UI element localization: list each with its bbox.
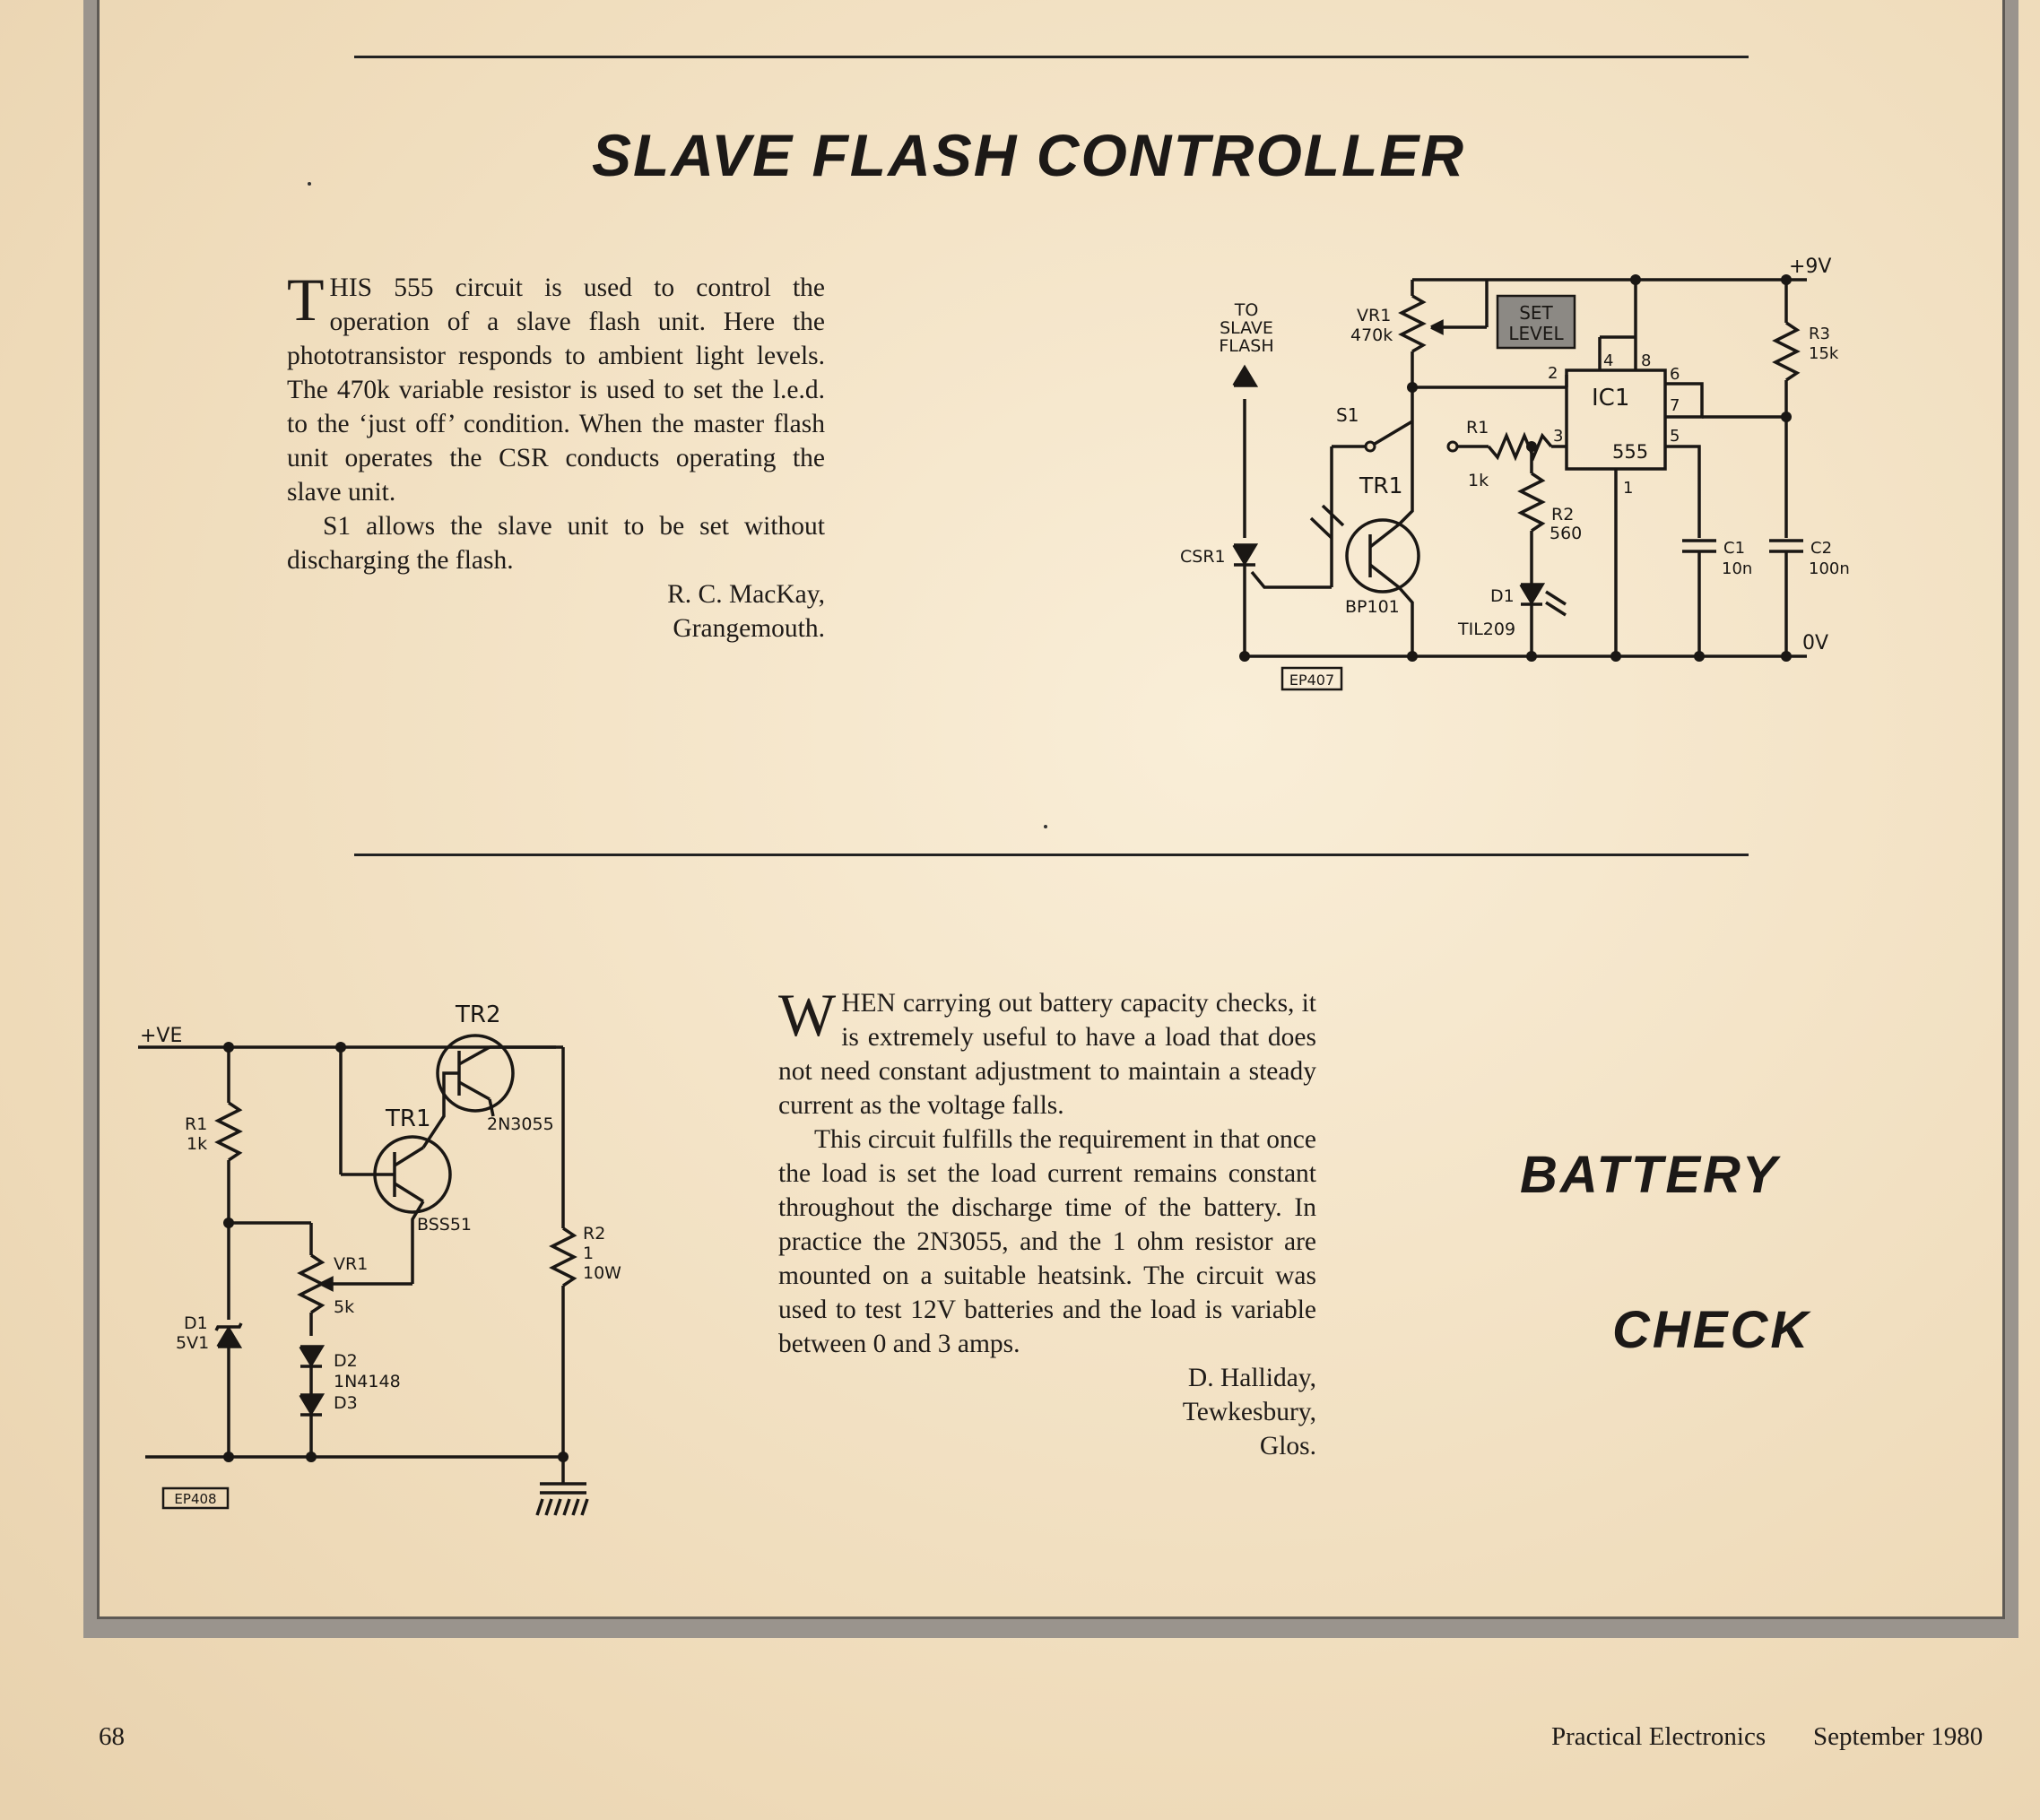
r2-value: 1	[583, 1244, 594, 1263]
d1-type: TIL209	[1457, 620, 1515, 639]
d3-ref: D3	[334, 1393, 358, 1413]
headline-slave-flash: SLAVE FLASH CONTROLLER	[592, 122, 1466, 188]
tr1-type: BSS51	[417, 1215, 472, 1235]
pin-number: 4	[1603, 351, 1613, 370]
print-speck	[308, 182, 311, 186]
d2-ref: D2	[334, 1351, 358, 1371]
supply-ground-label: 0V	[1802, 632, 1828, 654]
middle-rule	[354, 854, 1749, 856]
tr1-ref: TR1	[385, 1105, 431, 1132]
set-level-box	[1496, 294, 1576, 350]
tr2-type: 2N3055	[487, 1114, 554, 1134]
author: R. C. MacKay,	[667, 580, 825, 609]
r2-rating: 10W	[583, 1263, 621, 1283]
author: D. Halliday,	[1187, 1364, 1316, 1392]
csr1-label: CSR1	[1180, 547, 1226, 567]
author-location: Grangemouth.	[673, 614, 825, 643]
author-location: Glos.	[1259, 1432, 1316, 1460]
pin-number: 1	[1623, 479, 1633, 498]
ic1-ref: IC1	[1592, 385, 1629, 412]
publication-name: Practical Electronics	[1551, 1722, 1767, 1751]
pin-number: 5	[1670, 427, 1680, 446]
ic1-type: 555	[1612, 441, 1648, 463]
figure-code: EP408	[174, 1491, 216, 1507]
dropcap: W	[778, 981, 837, 1049]
c1-ref: C1	[1723, 539, 1745, 558]
to-slave-label: TO	[1234, 300, 1259, 320]
d1-ref: D1	[1490, 586, 1515, 606]
vr1-value: 5k	[334, 1297, 354, 1317]
r1-ref: R1	[185, 1114, 207, 1134]
supply-positive-label: +9V	[1789, 256, 1831, 278]
figure-code: EP407	[1289, 672, 1334, 689]
r2-ref: R2	[1551, 505, 1574, 524]
pin-number: 3	[1553, 427, 1563, 446]
vr1-ref: VR1	[1357, 306, 1391, 325]
tr1-type: BP101	[1345, 597, 1400, 617]
c2-value: 100n	[1809, 559, 1850, 578]
r3-ref: R3	[1809, 325, 1830, 343]
page-border-inner	[97, 0, 2005, 1619]
dropcap: T	[287, 265, 325, 334]
r1-value: 1k	[187, 1134, 207, 1154]
set-level-label: SET	[1519, 302, 1553, 324]
vr1-value: 470k	[1350, 325, 1393, 345]
tr1-ref: TR1	[1359, 472, 1403, 498]
pin-number: 8	[1641, 351, 1651, 370]
r2-value: 560	[1550, 524, 1582, 543]
article-paragraph: HEN carrying out battery capacity checks…	[778, 989, 1316, 1120]
set-level-label: LEVEL	[1508, 323, 1564, 344]
r2-ref: R2	[583, 1224, 605, 1244]
r1-value: 1k	[1468, 471, 1489, 490]
tr2-ref: TR2	[455, 1001, 501, 1028]
side-title-battery: BATTERY	[1520, 1146, 1780, 1204]
page-border	[83, 0, 2018, 1638]
r3-value: 15k	[1809, 344, 1839, 363]
side-title-check: CHECK	[1612, 1301, 1811, 1359]
pin-number: 7	[1670, 396, 1680, 415]
c1-value: 10n	[1722, 559, 1752, 578]
battery-check-circuit-diagram: +VE TR2 2N3055 TR1 BSS51 R1 1k R2 1 10W …	[138, 1001, 621, 1516]
issue-date: September 1980	[1813, 1722, 1984, 1751]
d1-value: 5V1	[176, 1333, 209, 1353]
c2-ref: C2	[1810, 539, 1832, 558]
r1-ref: R1	[1466, 418, 1489, 438]
print-speck	[1044, 825, 1047, 828]
page-number: 68	[99, 1722, 125, 1751]
supply-label: +VE	[140, 1025, 182, 1047]
pin-number: 2	[1548, 364, 1558, 383]
d1-ref: D1	[184, 1313, 208, 1333]
vr1-ref: VR1	[334, 1254, 368, 1274]
author-location: Tewkesbury,	[1182, 1398, 1316, 1426]
article-paragraph: HIS 555 circuit is used to control the o…	[287, 273, 825, 507]
d2-type: 1N4148	[334, 1372, 401, 1391]
article-paragraph: This circuit fulfills the requirement in…	[778, 1125, 1316, 1358]
to-slave-label: SLAVE	[1220, 318, 1273, 338]
to-slave-label: FLASH	[1219, 336, 1273, 356]
s1-label: S1	[1336, 404, 1359, 426]
pin-number: 6	[1670, 365, 1680, 384]
article-paragraph: S1 allows the slave unit to be set witho…	[287, 512, 825, 575]
top-rule	[354, 56, 1749, 58]
slave-flash-circuit-diagram: SET LEVEL +9V 0V FLASH SLAVE TO VR1 470k…	[1180, 256, 1850, 691]
